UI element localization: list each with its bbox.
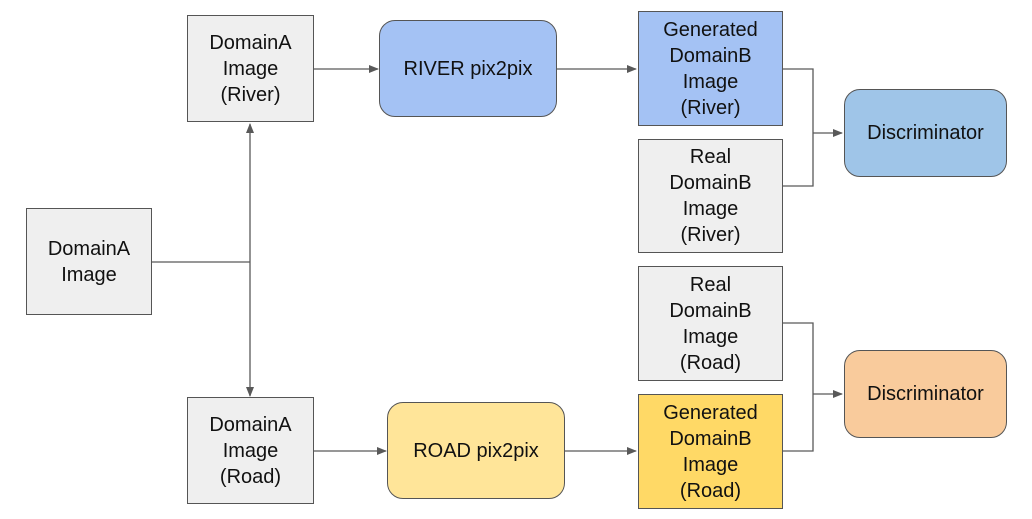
domain-a-input-node: DomainA Image [26,208,152,315]
river-input-node: DomainA Image (River) [187,15,314,122]
river-generated-node: Generated DomainB Image (River) [638,11,783,126]
river-generated-label: Generated DomainB Image (River) [663,18,758,119]
river-real-node: Real DomainB Image (River) [638,139,783,253]
road-input-node: DomainA Image (Road) [187,397,314,504]
road-generated-label: Generated DomainB Image (Road) [663,401,758,502]
river-discriminator-node: Discriminator [844,89,1007,177]
road-pix2pix-node: ROAD pix2pix [387,402,565,499]
road-real-connector [783,322,814,452]
road-pix2pix-label: ROAD pix2pix [413,439,539,462]
river-generated-connector [783,68,814,187]
road-input-label: DomainA Image (Road) [209,413,292,488]
river-input-label: DomainA Image (River) [209,31,292,106]
road-real-label: Real DomainB Image (Road) [669,273,752,374]
river-discriminator-label: Discriminator [867,122,984,144]
road-discriminator-label: Discriminator [867,383,984,405]
road-real-node: Real DomainB Image (Road) [638,266,783,381]
domain-a-input-label: DomainA Image [47,237,131,286]
river-real-label: Real DomainB Image (River) [669,146,752,246]
river-pix2pix-node: RIVER pix2pix [379,20,557,117]
river-pix2pix-label: RIVER pix2pix [403,57,533,80]
road-discriminator-node: Discriminator [844,350,1007,438]
road-generated-node: Generated DomainB Image (Road) [638,394,783,509]
